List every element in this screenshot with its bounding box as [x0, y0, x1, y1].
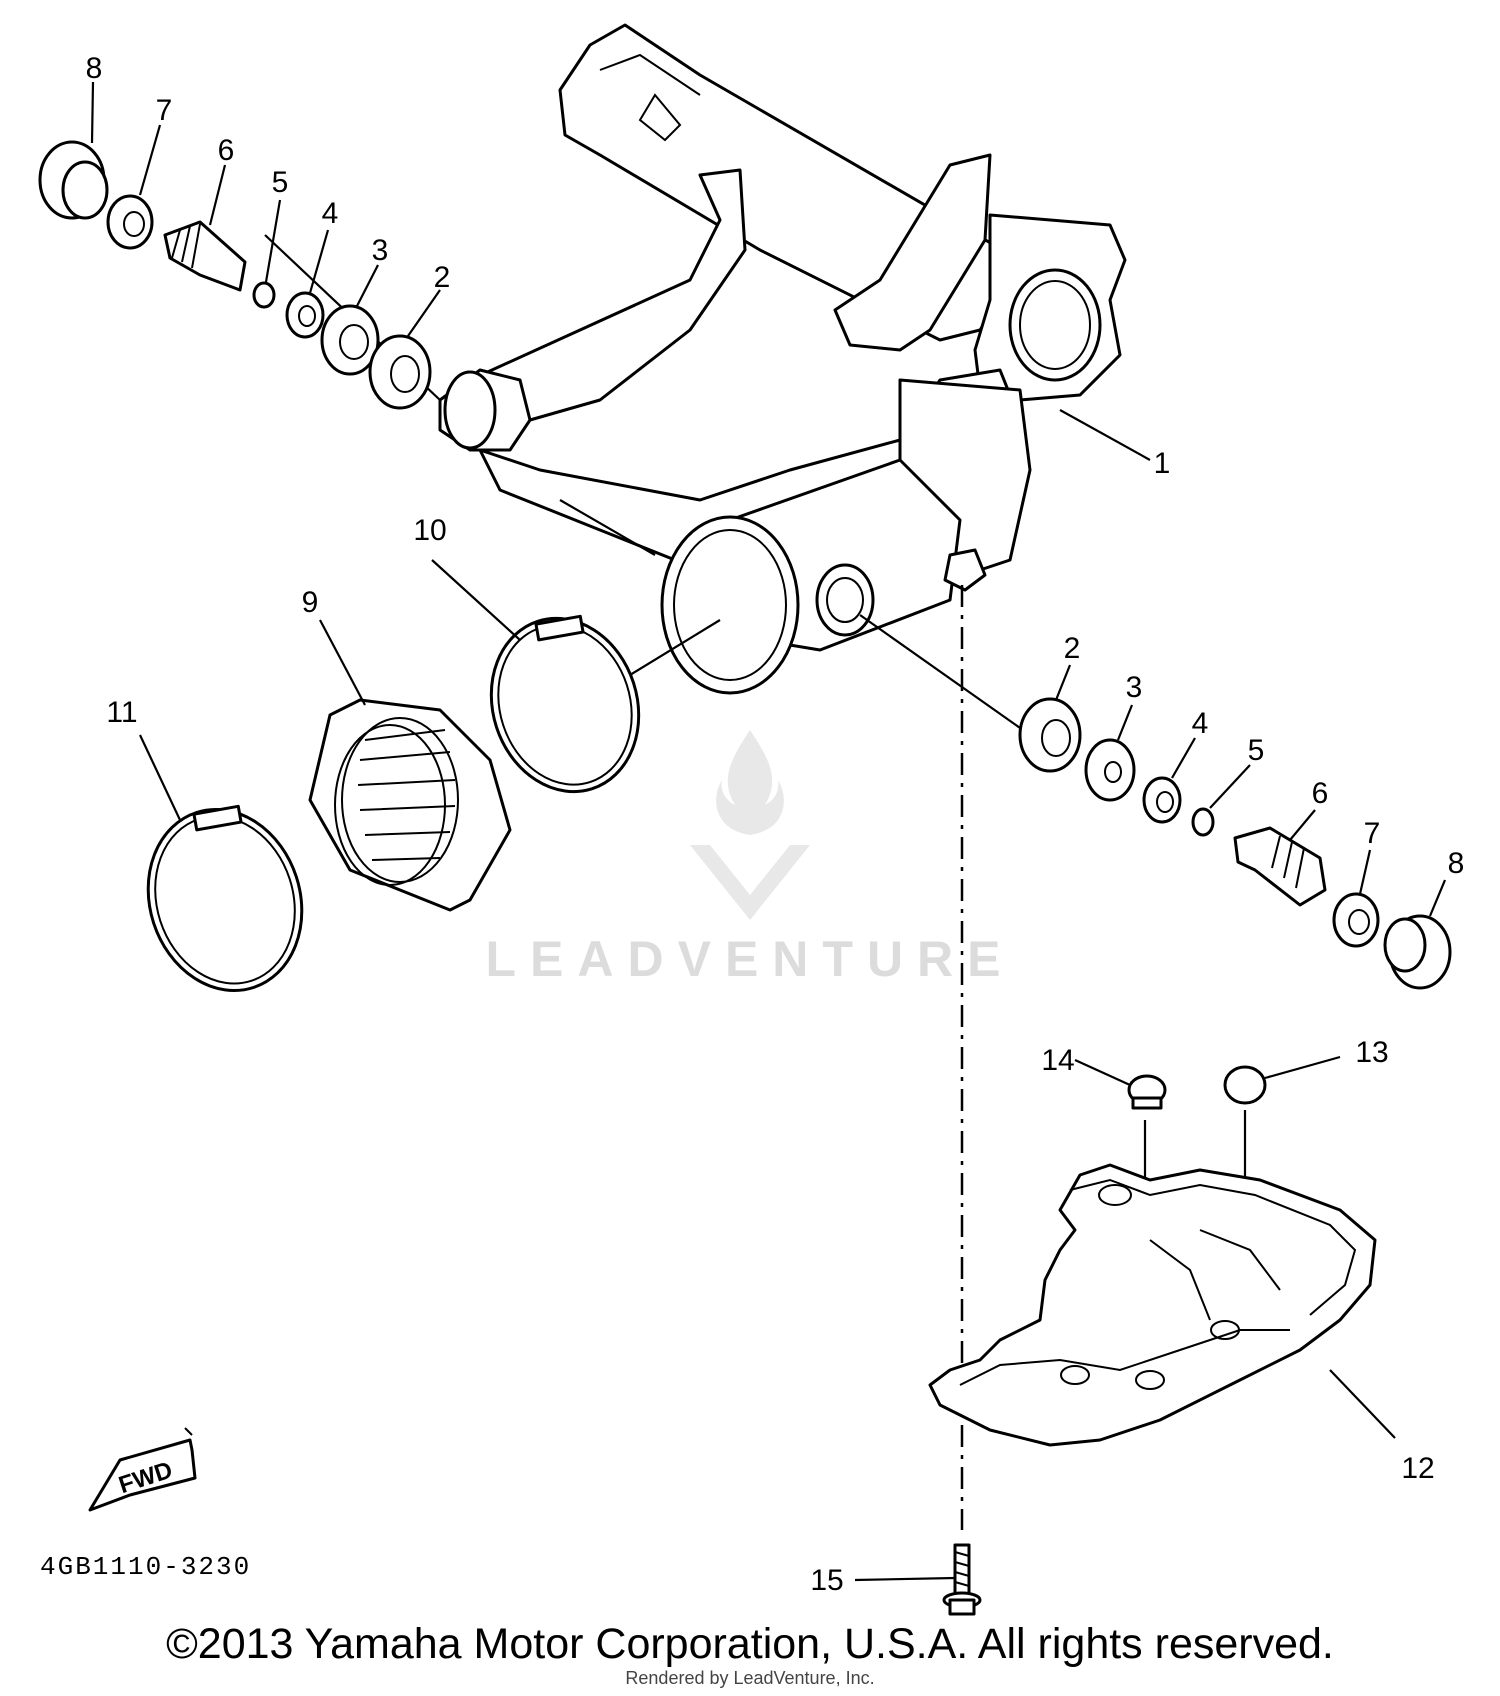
diagram-code: 4GB1110-3230 — [40, 1552, 252, 1582]
callout-2-right: 2 — [1064, 632, 1081, 665]
callout-labels: 1 2 3 4 5 6 7 8 2 3 4 5 6 7 8 9 10 11 12… — [86, 52, 1465, 1597]
bearing-3-left[interactable] — [320, 304, 380, 376]
callout-15: 15 — [810, 1564, 843, 1597]
nut-7-right[interactable] — [1332, 892, 1380, 948]
callout-3-left: 3 — [372, 234, 389, 267]
bolt-15[interactable] — [942, 1543, 982, 1616]
callout-3-right: 3 — [1126, 671, 1143, 704]
leadventure-logo-icon — [690, 730, 810, 920]
callout-1: 1 — [1154, 447, 1171, 480]
nut-7-left[interactable] — [106, 194, 154, 250]
callout-4-left: 4 — [322, 197, 339, 230]
watermark-text: LEADVENTURE — [485, 931, 1015, 987]
bearing-2-right[interactable] — [1018, 697, 1082, 773]
right-hardware — [1018, 697, 1452, 990]
clamp-11[interactable] — [125, 789, 325, 1010]
callout-9: 9 — [302, 586, 319, 619]
left-hardware — [38, 140, 432, 410]
leader-lines — [90, 81, 1447, 1582]
seal-4-left[interactable] — [285, 291, 325, 339]
callout-6-left: 6 — [218, 134, 235, 167]
callout-8-left: 8 — [86, 52, 103, 85]
washer-3-right[interactable] — [1084, 738, 1136, 802]
fwd-arrow: FWD — [88, 1427, 197, 1512]
callout-5-right: 5 — [1248, 734, 1265, 767]
cap-8-right[interactable] — [1383, 914, 1452, 990]
oring-5-right[interactable] — [1191, 807, 1215, 837]
callout-8-right: 8 — [1448, 847, 1465, 880]
callout-6-right: 6 — [1312, 777, 1329, 810]
callout-4-right: 4 — [1192, 707, 1209, 740]
callout-10: 10 — [413, 514, 446, 547]
pivot-shaft-6-left[interactable] — [163, 220, 247, 292]
callout-2-left: 2 — [434, 261, 451, 294]
callout-12: 12 — [1401, 1452, 1434, 1485]
callout-14: 14 — [1041, 1044, 1074, 1077]
swingarm[interactable] — [438, 23, 1127, 695]
grommet-13[interactable] — [1223, 1065, 1267, 1105]
clamp-10[interactable] — [469, 599, 660, 811]
pivot-shaft-6-right[interactable] — [1233, 826, 1327, 907]
oring-5-left[interactable] — [252, 281, 276, 309]
guard-12[interactable] — [928, 1163, 1377, 1447]
bearing-2-left[interactable] — [368, 334, 432, 410]
callout-13: 13 — [1355, 1036, 1388, 1069]
callout-7-right: 7 — [1364, 817, 1381, 850]
seal-4-right[interactable] — [1142, 776, 1182, 824]
cap-8-left[interactable] — [38, 140, 109, 220]
callout-7-left: 7 — [156, 94, 173, 127]
copyright-notice: ©2013 Yamaha Motor Corporation, U.S.A. A… — [166, 1620, 1334, 1668]
rendered-by-notice: Rendered by LeadVenture, Inc. — [625, 1668, 875, 1688]
callout-5-left: 5 — [272, 166, 289, 199]
boot-9[interactable] — [308, 698, 512, 912]
grommet-14[interactable] — [1127, 1074, 1167, 1110]
callout-11: 11 — [106, 696, 137, 729]
